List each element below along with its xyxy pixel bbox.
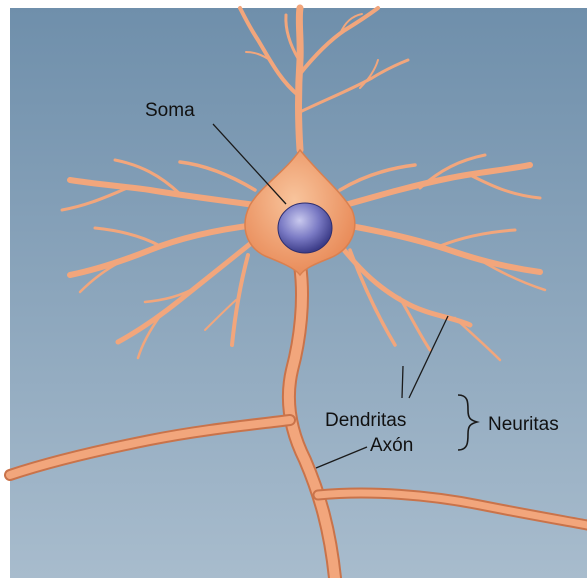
axon-label: Axón <box>370 435 413 457</box>
dendritas-label: Dendritas <box>325 410 406 432</box>
left-margin <box>0 0 10 578</box>
neuritas-label: Neuritas <box>488 414 559 436</box>
soma-label: Soma <box>145 100 195 122</box>
nucleus <box>278 203 332 253</box>
